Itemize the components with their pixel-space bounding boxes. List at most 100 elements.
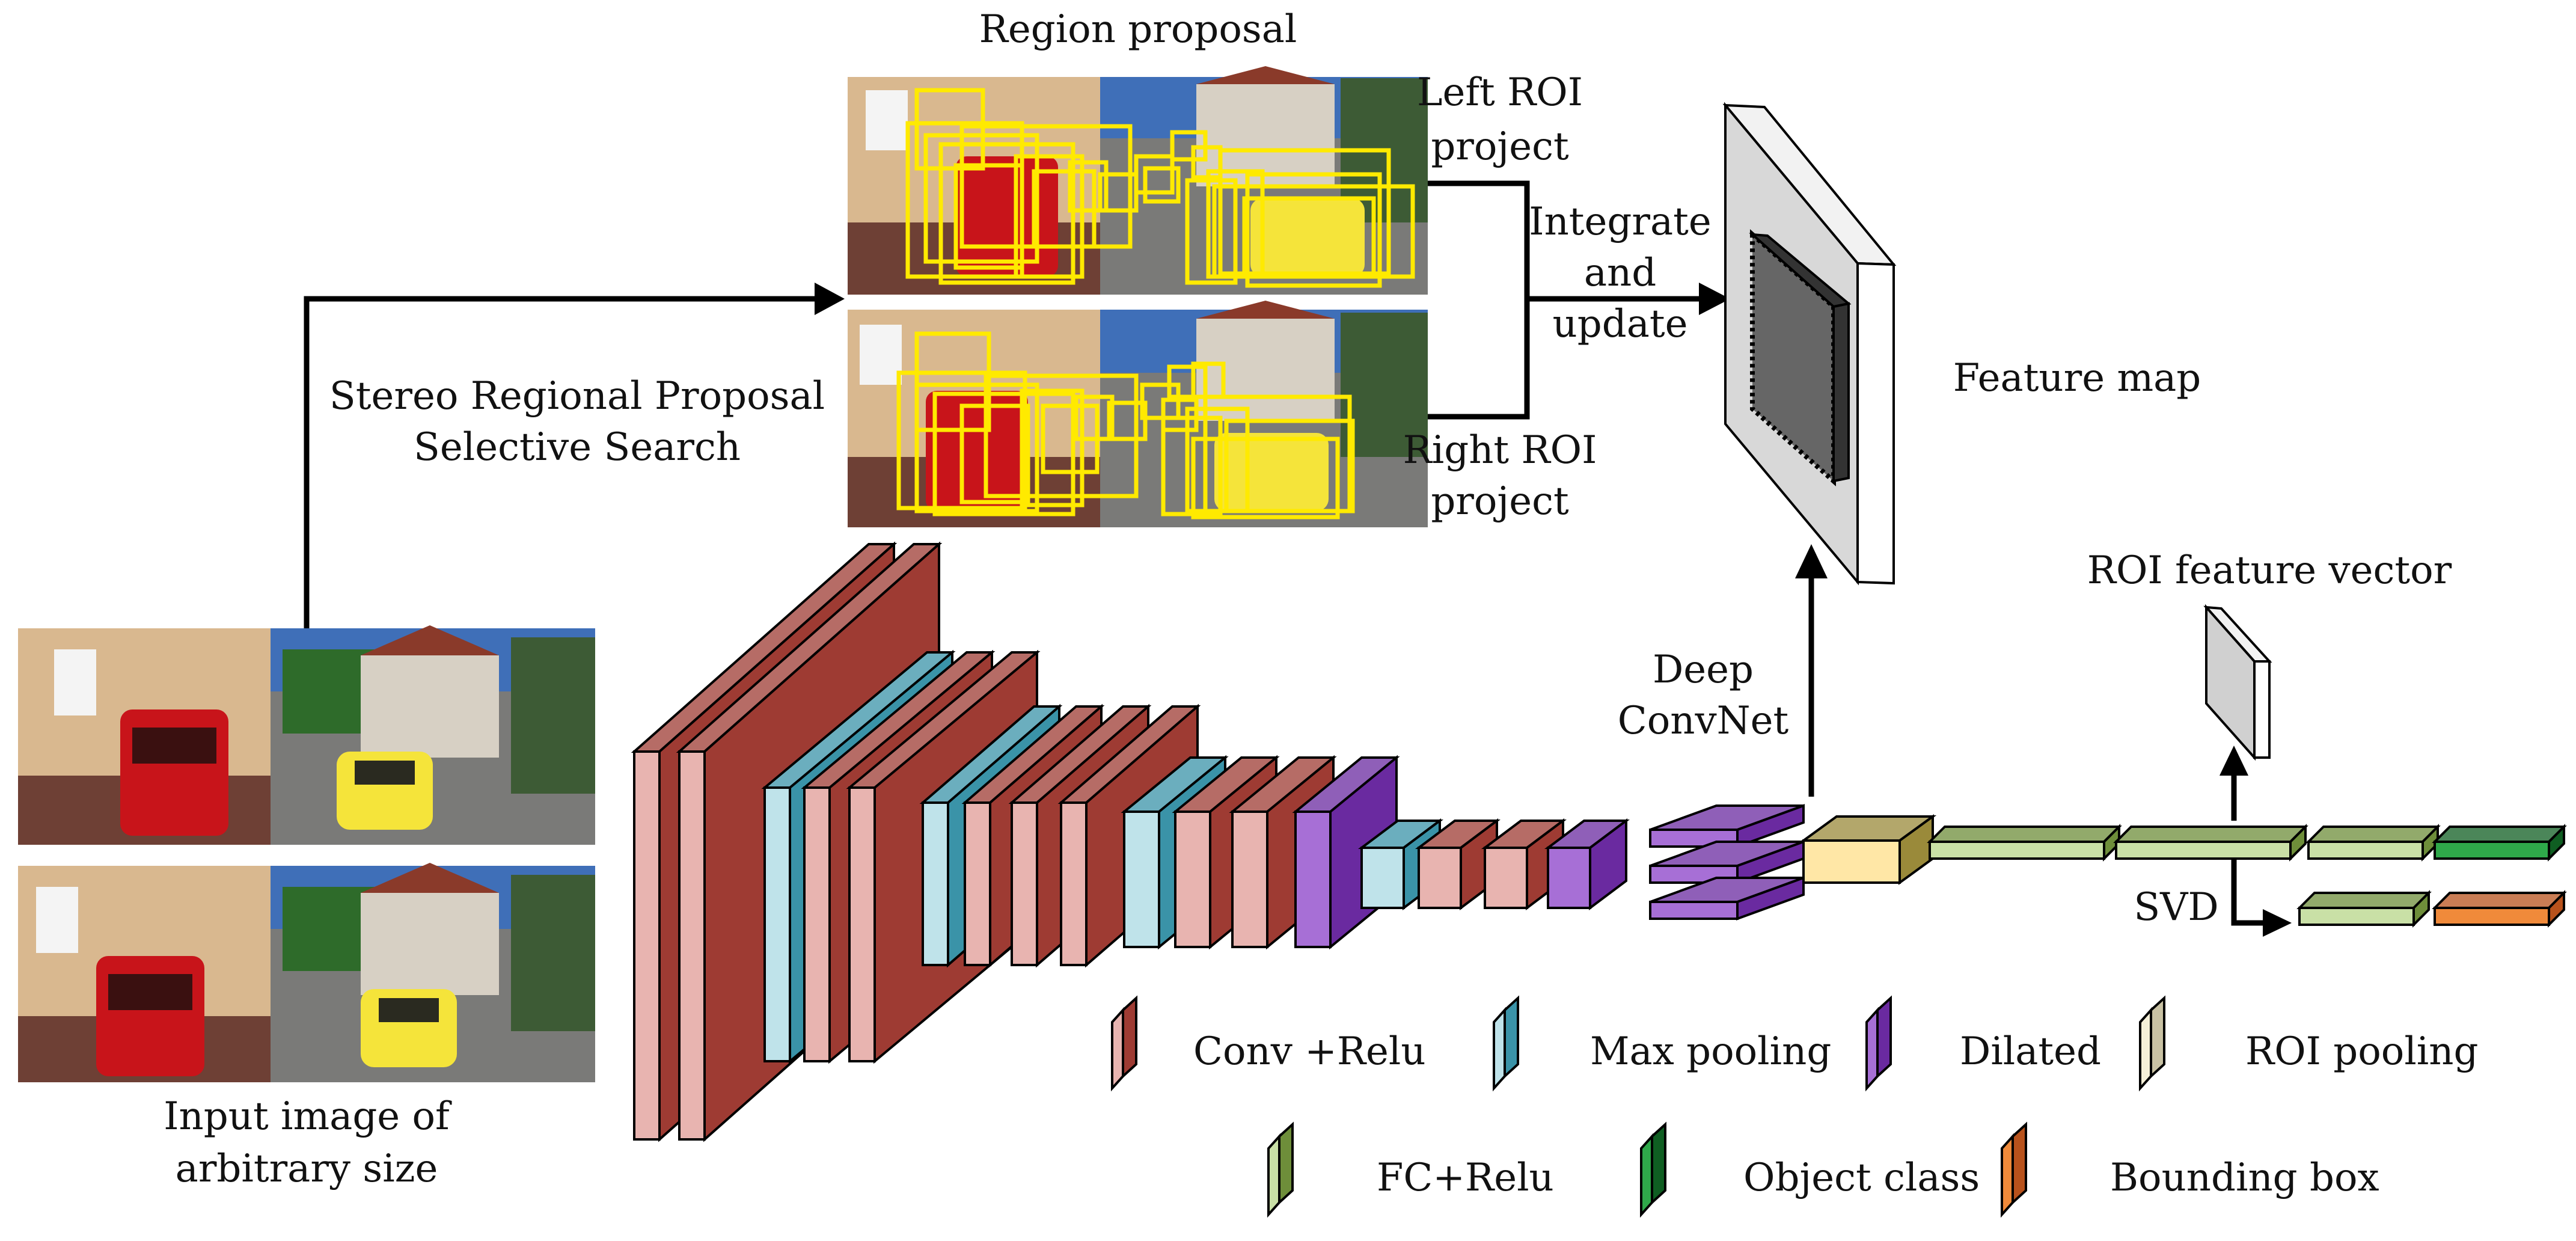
proposal-box (923, 133, 1039, 264)
layer-fc-2-top (2113, 826, 2308, 843)
legend-swatch-front (1640, 1133, 1653, 1218)
proposal-box (953, 163, 1024, 270)
proposal-box (1185, 178, 1238, 285)
legend-swatch-side (1122, 995, 1137, 1079)
legend-swatch-side (1651, 1121, 1666, 1206)
legend-label: FC+Relu (1377, 1156, 1554, 1200)
proposal-box (1014, 154, 1085, 279)
layer-dilated-16 (1544, 818, 1630, 910)
layer-bounding-box-front (2434, 907, 2550, 926)
proposal-box (1224, 418, 1355, 513)
input-image-left (18, 625, 595, 845)
integrate-label-line1: Integrate (1529, 200, 1711, 244)
cnn-layers (631, 541, 2567, 1142)
proposal-box (1134, 154, 1175, 195)
input-image-label-line1: Input image of (164, 1094, 452, 1139)
legend-swatch-side (1504, 995, 1519, 1079)
layer-pool-9-front (1123, 810, 1160, 948)
layer-dilated-12-front (1294, 810, 1332, 948)
layer-conv-7-front (1011, 801, 1038, 966)
arrow-head-icon (815, 283, 845, 315)
proposal-box (914, 382, 1039, 513)
legend-swatch-front (2001, 1133, 2014, 1218)
legend-label: Max pooling (1590, 1029, 1831, 1074)
layer-roi-pooling (1799, 814, 1937, 885)
legend-swatch-side (2150, 995, 2165, 1079)
layer-conv-15-front (1484, 847, 1528, 909)
layer-conv-15 (1481, 818, 1567, 910)
layer-object-class (2432, 824, 2567, 862)
legend-swatch-side (1876, 995, 1892, 1079)
legend-item (1865, 995, 1892, 1092)
left-roi-label-line1: Left ROI (1417, 70, 1583, 115)
layer-object-class-top (2432, 826, 2567, 843)
feature-map (1722, 102, 1897, 586)
layer-dilated-flat-1 (1649, 840, 1805, 884)
layer-pool-13-front (1360, 847, 1405, 909)
region-proposal-label: Region proposal (979, 7, 1297, 52)
legend-item (2001, 1121, 2027, 1218)
roi-feature-vector-label: ROI feature vector (2087, 548, 2452, 593)
roi-project-bracket (1428, 180, 1530, 420)
layer-fc-3-top (2305, 826, 2441, 843)
legend-item (1111, 995, 1137, 1092)
left-roi-label-line2: project (1431, 124, 1569, 169)
layer-fc-1-top (1927, 826, 2122, 843)
layer-dilated-flat-2-front (1649, 901, 1739, 920)
proposal-box (1245, 172, 1382, 288)
legend-label: Bounding box (2110, 1156, 2379, 1200)
layer-bounding-box (2432, 890, 2567, 928)
layer-dilated-flat-2 (1649, 876, 1805, 921)
deep-convnet-label-line2: ConvNet (1618, 699, 1789, 743)
layer-fc-4-top (2296, 892, 2432, 909)
arrow-head-icon (2220, 746, 2248, 776)
connectors (304, 180, 2266, 926)
stereo-proposal-label-line2: Selective Search (414, 425, 741, 470)
layer-pool-5-front (922, 801, 949, 966)
proposal-box (1020, 388, 1085, 507)
integrate-label-line3: update (1553, 302, 1688, 346)
proposal-box (1068, 160, 1109, 213)
proposal-box (1074, 394, 1115, 441)
legend-swatch-front (1267, 1133, 1280, 1218)
layer-conv-0-front (633, 750, 661, 1141)
layer-fc-3 (2305, 824, 2441, 862)
layer-fc-1 (1927, 824, 2122, 862)
proposal-box (938, 142, 1075, 285)
roi-feature-vector-block (2203, 604, 2272, 761)
text-labels: Region proposal Left ROI project Integra… (164, 7, 2452, 1191)
arrow-head-icon (1699, 283, 1730, 315)
proposal-boxes (896, 88, 1415, 519)
legend-swatch-front (1493, 1007, 1506, 1092)
proposal-box (959, 403, 1030, 504)
layer-object-class-front (2434, 841, 2550, 860)
feature-map-label: Feature map (1953, 356, 2201, 400)
layer-conv-10-front (1174, 810, 1211, 948)
legend-swatch-front (2139, 1007, 2152, 1092)
stereo-proposal-arrow (304, 296, 818, 628)
right-roi-label-line1: Right ROI (1403, 428, 1597, 473)
layer-bounding-box-top (2432, 892, 2567, 909)
svd-label: SVD (2134, 885, 2218, 930)
arrow-head-icon (1795, 544, 1828, 578)
legend-swatch-front (1865, 1007, 1879, 1092)
layer-conv-3-front (803, 786, 831, 1062)
legend-item (1493, 995, 1519, 1092)
proposal-box (1107, 400, 1148, 441)
proposal-box (1143, 166, 1181, 204)
layer-conv-8-front (1060, 801, 1088, 966)
proposal-box (1212, 184, 1415, 279)
legend-label: Dilated (1960, 1029, 2101, 1074)
arrow-head-icon (2263, 909, 2292, 937)
layer-conv-14-front (1418, 847, 1462, 909)
legend-swatch-side (2012, 1121, 2027, 1206)
input-image-label-line2: arbitrary size (176, 1147, 438, 1191)
legend-swatch-front (1111, 1007, 1124, 1092)
layer-fc-4-front (2298, 907, 2415, 926)
proposal-box (1218, 148, 1391, 276)
proposal-box (1191, 437, 1340, 519)
proposal-box (984, 373, 1139, 498)
